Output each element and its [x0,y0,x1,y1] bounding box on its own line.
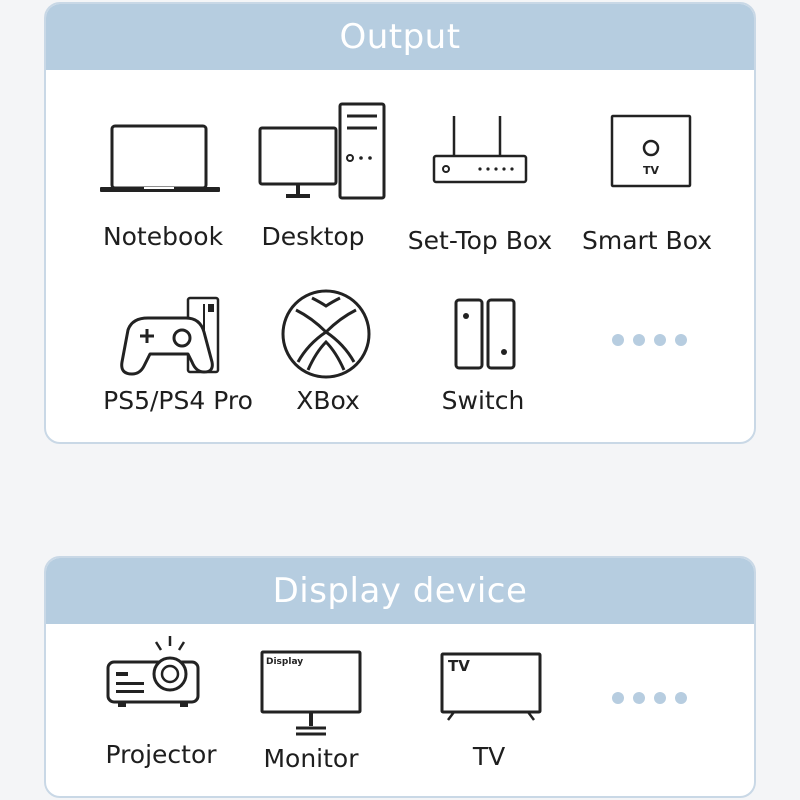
output-panel: Output Notebook Desktop [44,2,756,444]
projector-icon [106,636,200,707]
display-panel: Display device Projector Display Monitor [44,556,756,798]
output-item-switch[interactable] [452,296,518,372]
output-more-dots[interactable] [612,334,687,346]
dot [612,334,624,346]
display-header: Display device [46,558,754,624]
output-item-smart-box[interactable]: TV [610,114,692,188]
display-label-projector: Projector [105,740,217,769]
dot [675,692,687,704]
display-title: Display device [272,571,528,611]
output-label-set-top-box: Set-Top Box [407,226,553,255]
smart-box-tv-text: TV [643,164,660,177]
monitor-icon: Display [260,650,362,736]
monitor-screen-text: Display [266,657,303,667]
smart-box-icon: TV [610,114,692,188]
display-label-tv: TV [472,742,506,771]
dot [612,692,624,704]
display-item-tv[interactable]: TV [440,652,542,722]
xbox-logo-icon [281,289,371,379]
tv-icon: TV [440,652,542,721]
switch-console-icon [454,298,516,370]
output-item-xbox[interactable] [278,288,374,380]
gamepad-console-icon [120,296,220,376]
output-title: Output [339,17,461,57]
output-label-switch: Switch [441,386,525,415]
output-item-notebook[interactable] [98,122,222,202]
dot [633,692,645,704]
desktop-computer-icon [258,102,386,200]
dot [675,334,687,346]
dot [633,334,645,346]
tv-screen-text: TV [448,657,470,675]
dot [654,692,666,704]
laptop-icon [100,124,220,192]
output-item-ps5-ps4-pro[interactable] [116,296,228,380]
output-label-desktop: Desktop [261,222,365,251]
output-header: Output [46,4,754,70]
output-item-desktop[interactable] [258,102,388,202]
output-item-set-top-box[interactable] [430,114,530,188]
output-label-smart-box: Smart Box [581,226,713,255]
display-more-dots[interactable] [612,692,687,704]
set-top-box-icon [432,116,528,184]
dot [654,334,666,346]
display-label-monitor: Monitor [263,744,359,773]
display-item-monitor[interactable]: Display [260,650,362,738]
output-label-ps5-ps4-pro: PS5/PS4 Pro [103,386,253,415]
display-item-projector[interactable] [104,632,204,712]
output-label-xbox: XBox [296,386,360,415]
output-label-notebook: Notebook [102,222,224,251]
